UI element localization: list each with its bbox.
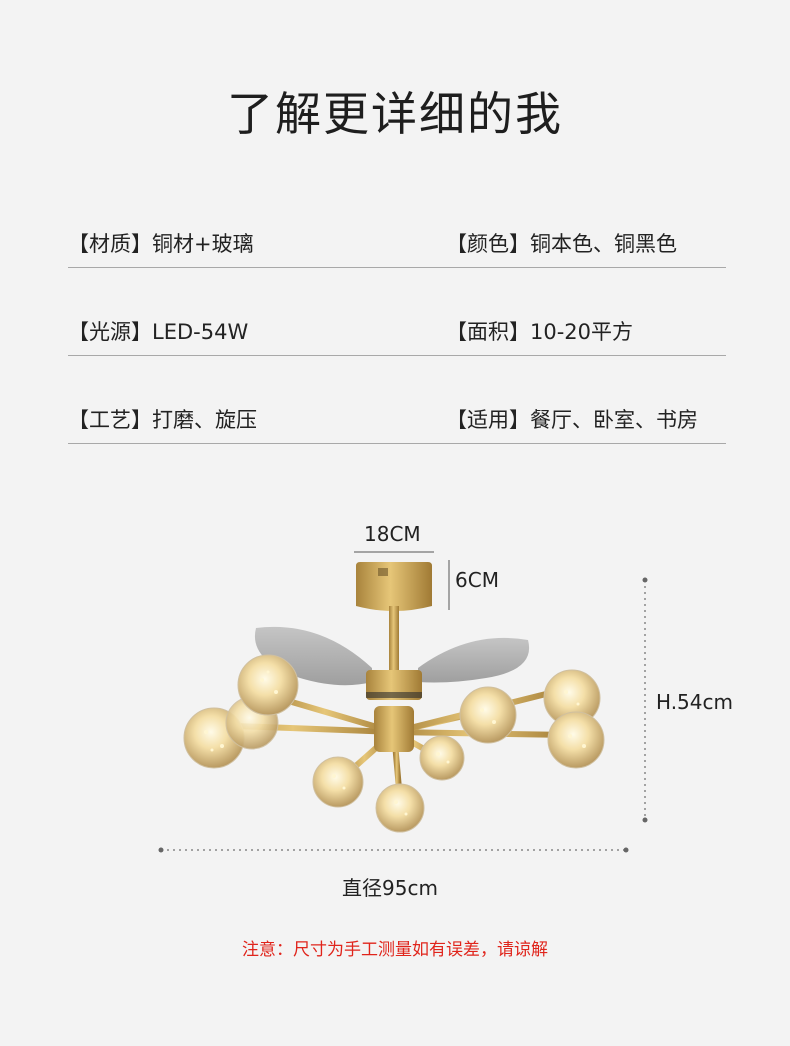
dim-endpoint — [642, 577, 648, 583]
canopy — [356, 562, 432, 611]
spec-light-source: 【光源】LED-54W — [68, 320, 249, 344]
spec-craft: 【工艺】打磨、旋压 — [68, 408, 257, 432]
canopy-width-label: 18CM — [364, 522, 421, 546]
center-hub — [374, 706, 414, 752]
total-height-label: H.54cm — [656, 690, 733, 714]
spec-usage: 【适用】餐厅、卧室、书房 — [446, 408, 698, 432]
spec-table: 【材质】铜材+玻璃 【颜色】铜本色、铜黑色 【光源】LED-54W 【面积】10… — [68, 210, 726, 474]
page-title: 了解更详细的我 — [227, 87, 563, 141]
dim-endpoint — [642, 817, 648, 823]
spec-row: 【工艺】打磨、旋压 【适用】餐厅、卧室、书房 — [68, 386, 726, 444]
spec-color: 【颜色】铜本色、铜黑色 — [446, 232, 677, 256]
led-sparkles — [204, 670, 586, 816]
dim-endpoint — [158, 847, 164, 853]
fan-blade-right — [418, 637, 530, 683]
measurement-notice: 注意：尺寸为手工测量如有误差，请谅解 — [242, 940, 548, 960]
dim-endpoint — [623, 847, 629, 853]
product-figure: 18CM 6CM H.54cm 直径95cm — [0, 510, 790, 910]
diameter-label: 直径95cm — [342, 876, 438, 900]
motor-band — [366, 692, 422, 698]
spec-material: 【材质】铜材+玻璃 — [68, 232, 254, 256]
spec-row: 【材质】铜材+玻璃 【颜色】铜本色、铜黑色 — [68, 210, 726, 268]
glass-globes — [183, 654, 605, 833]
spec-area: 【面积】10-20平方 — [446, 320, 634, 344]
chandelier-illustration — [158, 551, 648, 853]
spec-row: 【光源】LED-54W 【面积】10-20平方 — [68, 298, 726, 356]
canopy-vent-icon — [378, 568, 388, 576]
canopy-height-label: 6CM — [455, 568, 499, 592]
down-rod — [389, 606, 399, 676]
